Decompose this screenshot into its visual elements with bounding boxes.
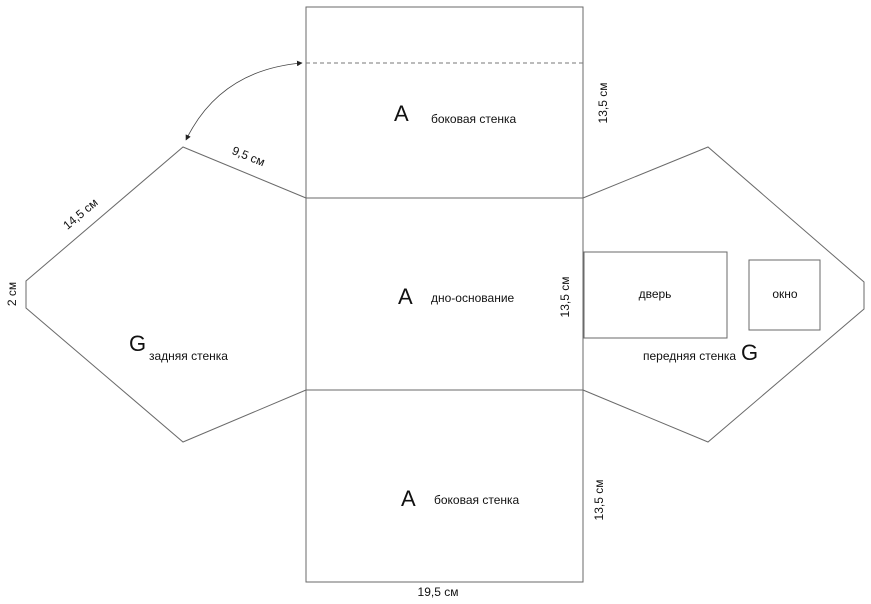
top-side-dim: 13,5 см	[596, 83, 610, 124]
lower-side-dim: 13,5 см	[592, 480, 606, 521]
front-wall-letter: G	[741, 340, 758, 365]
lower-side-panel	[305, 389, 584, 583]
width-dim: 19,5 см	[418, 585, 459, 599]
lower-side-label: боковая стенка	[434, 493, 520, 507]
back-wall-roof-dim: 9,5 см	[230, 143, 267, 169]
back-wall-outline	[25, 146, 307, 443]
front-wall-outline	[582, 146, 865, 443]
front-wall-label: передняя стенка	[643, 349, 736, 363]
lower-side-letter: A	[401, 486, 416, 511]
back-wall-letter: G	[129, 331, 146, 356]
back-wall-label: задняя стенка	[149, 349, 228, 363]
fold-arrow	[185, 60, 303, 141]
top-side-panel	[305, 6, 584, 199]
back-wall-slope-dim: 14,5 см	[60, 195, 100, 232]
base-label: дно-основание	[431, 291, 515, 305]
window-label: окно	[772, 287, 798, 301]
back-wall-short-dim: 2 см	[5, 282, 19, 306]
window-cutout	[748, 259, 821, 331]
base-dim: 13,5 см	[558, 277, 572, 318]
top-side-label: боковая стенка	[431, 112, 517, 126]
door-label: дверь	[639, 287, 672, 301]
top-side-letter: A	[394, 101, 409, 126]
door-cutout	[583, 251, 728, 339]
base-letter: A	[398, 284, 413, 309]
